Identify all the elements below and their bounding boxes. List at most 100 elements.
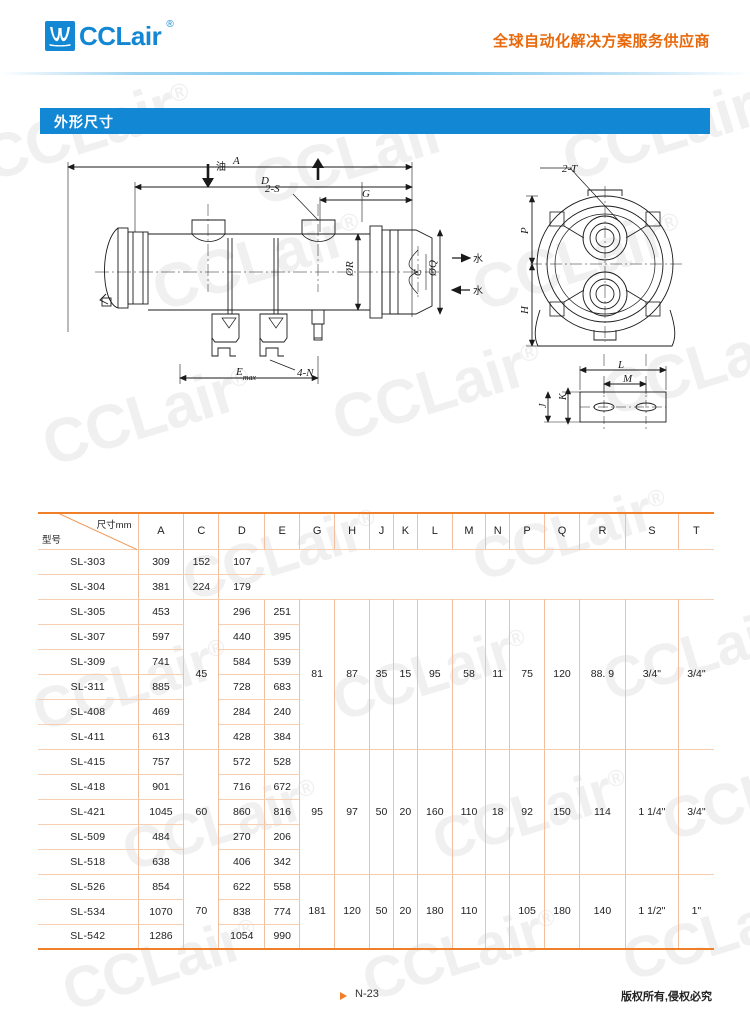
label-two-t: 2-T xyxy=(562,163,578,175)
cell-model: SL-418 xyxy=(38,773,139,800)
cell-model: SL-309 xyxy=(38,648,139,675)
cell-a: 309 xyxy=(137,548,185,575)
cell-e: 672 xyxy=(264,773,300,800)
column-header-t: T xyxy=(677,513,714,550)
dimension-drawing: A D G Emax ØR ØQ C 2-S 4-N 2-T P H L M K… xyxy=(40,142,710,482)
cell-e: 251 xyxy=(264,598,301,625)
logo-wordmark: CCLair® xyxy=(79,20,174,51)
cell-m: 110 xyxy=(451,748,487,875)
cell-model: SL-518 xyxy=(38,848,139,875)
cell-d: 284 xyxy=(218,698,266,725)
cell-d: 584 xyxy=(218,648,266,675)
cell-a: 469 xyxy=(137,698,185,725)
label-g: G xyxy=(362,188,370,200)
corner-diagonal-icon xyxy=(59,514,138,550)
cell-model: SL-411 xyxy=(38,723,139,750)
page-marker-icon xyxy=(340,992,347,1000)
cell-e: 816 xyxy=(264,798,300,825)
cell-c: 70 xyxy=(183,873,220,950)
cell-q: 120 xyxy=(544,598,580,750)
cell-a: 613 xyxy=(137,723,185,750)
cell-p: 105 xyxy=(509,873,546,950)
label-water-in: 水 xyxy=(473,253,483,265)
cell-e: 774 xyxy=(264,898,300,925)
cell-k: 20 xyxy=(392,873,418,950)
cell-model: SL-542 xyxy=(38,923,139,949)
cell-model: SL-415 xyxy=(38,748,139,775)
cell-r: 114 xyxy=(578,748,626,875)
column-header-h: H xyxy=(334,513,371,550)
cell-m: 58 xyxy=(451,598,487,750)
label-a: A xyxy=(232,155,240,167)
column-header-c: C xyxy=(183,513,220,550)
copyright-notice: 版权所有,侵权必究 xyxy=(620,991,712,1003)
cell-a: 1286 xyxy=(137,923,185,949)
header-divider xyxy=(0,72,750,75)
cell-e: 240 xyxy=(264,698,300,725)
cell-model: SL-304 xyxy=(38,573,139,600)
cell-t: 3/4" xyxy=(677,598,714,750)
brand-logo: CCLair® xyxy=(45,20,174,51)
cell-h: 97 xyxy=(334,748,371,875)
column-header-q: Q xyxy=(544,513,580,550)
page-header: CCLair® 全球自动化解决方案服务供应商 xyxy=(0,0,750,82)
cell-e: 558 xyxy=(264,873,301,900)
cell-n: 11 xyxy=(485,598,511,750)
cell-a: 1045 xyxy=(137,798,185,825)
cell-e: 342 xyxy=(264,848,300,875)
column-header-l: L xyxy=(416,513,453,550)
cell-h: 120 xyxy=(334,873,371,950)
column-header-a: A xyxy=(137,513,185,550)
cell-e: 206 xyxy=(264,823,300,850)
label-h: H xyxy=(519,305,531,315)
label-four-n: 4-N xyxy=(297,367,314,379)
cell-a: 597 xyxy=(137,623,185,650)
cell-e: 395 xyxy=(264,623,300,650)
cell-model: SL-303 xyxy=(38,548,139,575)
cell-s: 3/4" xyxy=(624,598,679,750)
label-phi-r: ØR xyxy=(344,261,356,277)
table-corner-cell: 尺寸mm 型号 xyxy=(38,513,139,550)
cell-k: 15 xyxy=(392,598,418,750)
column-header-m: M xyxy=(451,513,487,550)
label-oil: 油 xyxy=(216,160,226,173)
cell-model: SL-526 xyxy=(38,873,139,900)
cell-a: 638 xyxy=(137,848,185,875)
cell-d: 838 xyxy=(218,898,266,925)
cell-l: 160 xyxy=(416,748,453,875)
label-k: K xyxy=(558,392,569,401)
cell-d: 728 xyxy=(218,673,266,700)
column-header-r: R xyxy=(578,513,626,550)
cell-e: 384 xyxy=(264,723,300,750)
cell-j: 50 xyxy=(369,873,394,950)
cell-d: 270 xyxy=(218,823,266,850)
corner-model-label: 型号 xyxy=(42,534,62,546)
cell-t: 3/4" xyxy=(677,748,714,875)
cell-model: SL-421 xyxy=(38,798,139,825)
cell-d: 406 xyxy=(218,848,266,875)
column-header-j: J xyxy=(369,513,394,550)
cell-r: 88. 9 xyxy=(578,598,626,750)
column-header-s: S xyxy=(624,513,679,550)
label-d: D xyxy=(260,175,269,187)
cell-k: 20 xyxy=(392,748,418,875)
logo-text: CCLair xyxy=(79,21,162,51)
page-footer: N-23 版权所有,侵权必究 xyxy=(0,988,750,1018)
label-water-out: 水 xyxy=(473,285,483,297)
cell-a: 885 xyxy=(137,673,185,700)
cell-e: 528 xyxy=(264,748,301,775)
cell-g: 95 xyxy=(299,748,336,875)
cell-g: 81 xyxy=(299,598,336,750)
cell-t: 1" xyxy=(677,873,714,950)
header-tagline: 全球自动化解决方案服务供应商 xyxy=(492,33,710,50)
